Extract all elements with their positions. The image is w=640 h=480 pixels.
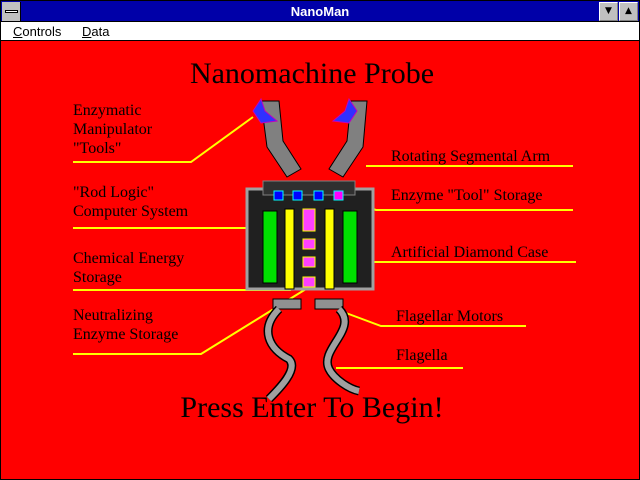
maximize-button[interactable]: ▲: [619, 2, 638, 21]
label-flagella: Flagella: [396, 347, 448, 364]
heading: Nanomachine Probe: [189, 57, 435, 90]
label-diamond-case: Artificial Diamond Case: [391, 244, 549, 261]
up-arrow-icon: ▲: [625, 6, 632, 16]
window-title: NanoMan: [290, 4, 350, 19]
label-flagellar-motors: Flagellar Motors: [396, 308, 504, 325]
press-enter-prompt: Press Enter To Begin!: [180, 391, 444, 424]
label-rod-logic: "Rod Logic"Computer System: [73, 184, 189, 220]
machine: [245, 97, 375, 403]
system-menu-button[interactable]: [2, 2, 21, 21]
menu-bar: Controls Data: [0, 22, 640, 41]
client-area: Nanomachine Probe Press Enter To Begin! …: [0, 41, 640, 480]
menu-data-label: Data: [82, 24, 110, 39]
nanomachine-illustration: [73, 97, 576, 403]
label-tool-storage: Enzyme "Tool" Storage: [391, 187, 543, 204]
system-menu-icon: [5, 10, 18, 13]
menu-controls[interactable]: Controls: [13, 24, 62, 39]
label-rotating-arm: Rotating Segmental Arm: [391, 148, 551, 165]
menu-data[interactable]: Data: [82, 24, 109, 39]
title-bar: NanoMan ▼ ▲: [0, 0, 640, 22]
down-arrow-icon: ▼: [605, 6, 612, 16]
minimize-button[interactable]: ▼: [599, 2, 618, 21]
